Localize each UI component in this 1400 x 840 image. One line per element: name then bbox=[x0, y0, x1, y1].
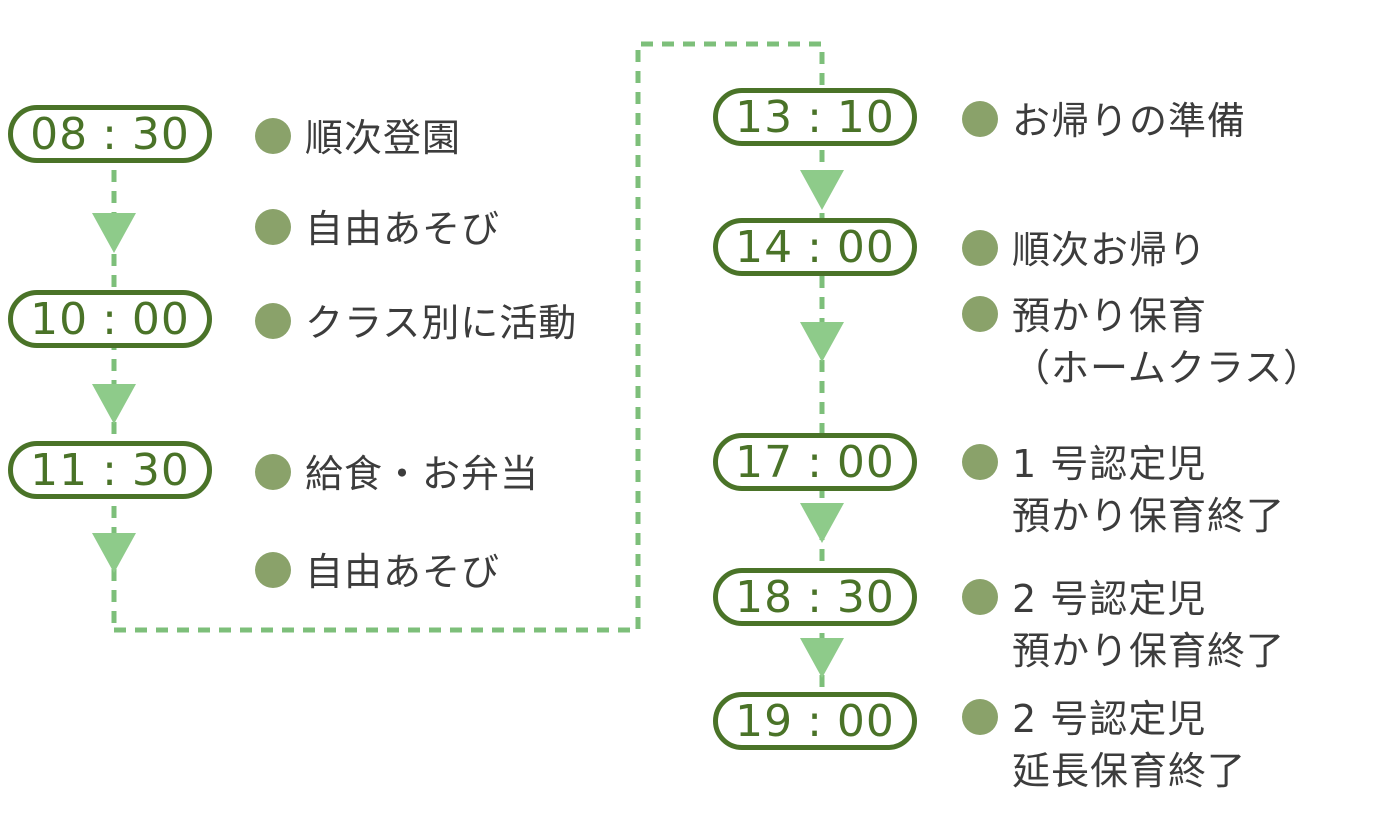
activity-text: 順次お帰り bbox=[1012, 228, 1208, 272]
time-colon: : bbox=[102, 293, 118, 345]
bullet-dot-icon bbox=[255, 303, 291, 339]
down-arrow-icon bbox=[92, 533, 136, 573]
time-hour: 19 bbox=[735, 695, 794, 747]
time-hour: 18 bbox=[735, 571, 794, 623]
time-minute: 00 bbox=[836, 695, 895, 747]
activity-text: 2 号認定児 預かり保育終了 bbox=[1012, 577, 1286, 673]
activity-text: 順次登園 bbox=[305, 116, 462, 160]
bullet-dot-icon bbox=[962, 444, 998, 480]
bullet-dot-icon bbox=[255, 454, 291, 490]
activity-item: 自由あそび bbox=[255, 203, 500, 255]
down-arrow-icon bbox=[92, 384, 136, 424]
time-pill: 17:00 bbox=[713, 433, 917, 491]
time-minute: 30 bbox=[131, 444, 190, 496]
activity-item: お帰りの準備 bbox=[962, 95, 1246, 147]
time-pill: 14:00 bbox=[713, 218, 917, 276]
bullet-dot-icon bbox=[255, 552, 291, 588]
activity-text: お帰りの準備 bbox=[1012, 99, 1247, 143]
down-arrow-icon bbox=[800, 322, 844, 362]
time-colon: : bbox=[102, 444, 118, 496]
time-hour: 14 bbox=[735, 221, 794, 273]
time-minute: 00 bbox=[836, 221, 895, 273]
time-minute: 10 bbox=[836, 91, 895, 143]
connector-bridge bbox=[114, 41, 825, 633]
bullet-dot-icon bbox=[962, 230, 998, 266]
down-arrow-icon bbox=[800, 638, 844, 678]
time-hour: 17 bbox=[735, 436, 794, 488]
activity-text: 1 号認定児 預かり保育終了 bbox=[1012, 442, 1286, 538]
time-colon: : bbox=[807, 91, 823, 143]
bullet-dot-icon bbox=[255, 118, 291, 154]
time-pill: 10:00 bbox=[8, 290, 212, 348]
time-hour: 13 bbox=[735, 91, 794, 143]
bullet-dot-icon bbox=[962, 101, 998, 137]
time-hour: 10 bbox=[30, 293, 89, 345]
activity-text: クラス別に活動 bbox=[305, 301, 578, 345]
down-arrow-icon bbox=[800, 170, 844, 210]
time-colon: : bbox=[807, 221, 823, 273]
time-pill: 19:00 bbox=[713, 692, 917, 750]
time-colon: : bbox=[807, 695, 823, 747]
time-minute: 00 bbox=[131, 293, 190, 345]
time-minute: 30 bbox=[836, 571, 895, 623]
activity-item: 自由あそび bbox=[255, 546, 500, 598]
time-colon: : bbox=[102, 108, 118, 160]
bullet-dot-icon bbox=[962, 579, 998, 615]
activity-text: 自由あそび bbox=[305, 550, 501, 594]
activity-text: 自由あそび bbox=[305, 207, 501, 251]
activity-item: 順次お帰り bbox=[962, 224, 1207, 276]
time-colon: : bbox=[807, 436, 823, 488]
time-hour: 08 bbox=[30, 108, 89, 160]
time-pill: 11:30 bbox=[8, 441, 212, 499]
activity-item: 2 号認定児 預かり保育終了 bbox=[962, 573, 1285, 677]
time-pill: 08:30 bbox=[8, 105, 212, 163]
activity-item: 順次登園 bbox=[255, 112, 461, 164]
activity-item: 給食・お弁当 bbox=[255, 448, 539, 500]
activity-item: 預かり保育 （ホームクラス） bbox=[962, 290, 1322, 394]
activity-item: 1 号認定児 預かり保育終了 bbox=[962, 438, 1285, 542]
down-arrow-icon bbox=[800, 503, 844, 543]
time-minute: 00 bbox=[836, 436, 895, 488]
time-hour: 11 bbox=[30, 444, 89, 496]
activity-item: クラス別に活動 bbox=[255, 297, 577, 349]
time-minute: 30 bbox=[131, 108, 190, 160]
bullet-dot-icon bbox=[962, 699, 998, 735]
activity-text: 2 号認定児 延長保育終了 bbox=[1012, 697, 1247, 793]
down-arrow-icon bbox=[92, 213, 136, 253]
activity-text: 給食・お弁当 bbox=[305, 452, 540, 496]
bullet-dot-icon bbox=[962, 296, 998, 332]
bullet-dot-icon bbox=[255, 209, 291, 245]
time-colon: : bbox=[807, 571, 823, 623]
time-pill: 13:10 bbox=[713, 88, 917, 146]
activity-text: 預かり保育 （ホームクラス） bbox=[1012, 294, 1323, 390]
time-pill: 18:30 bbox=[713, 568, 917, 626]
activity-item: 2 号認定児 延長保育終了 bbox=[962, 693, 1246, 797]
